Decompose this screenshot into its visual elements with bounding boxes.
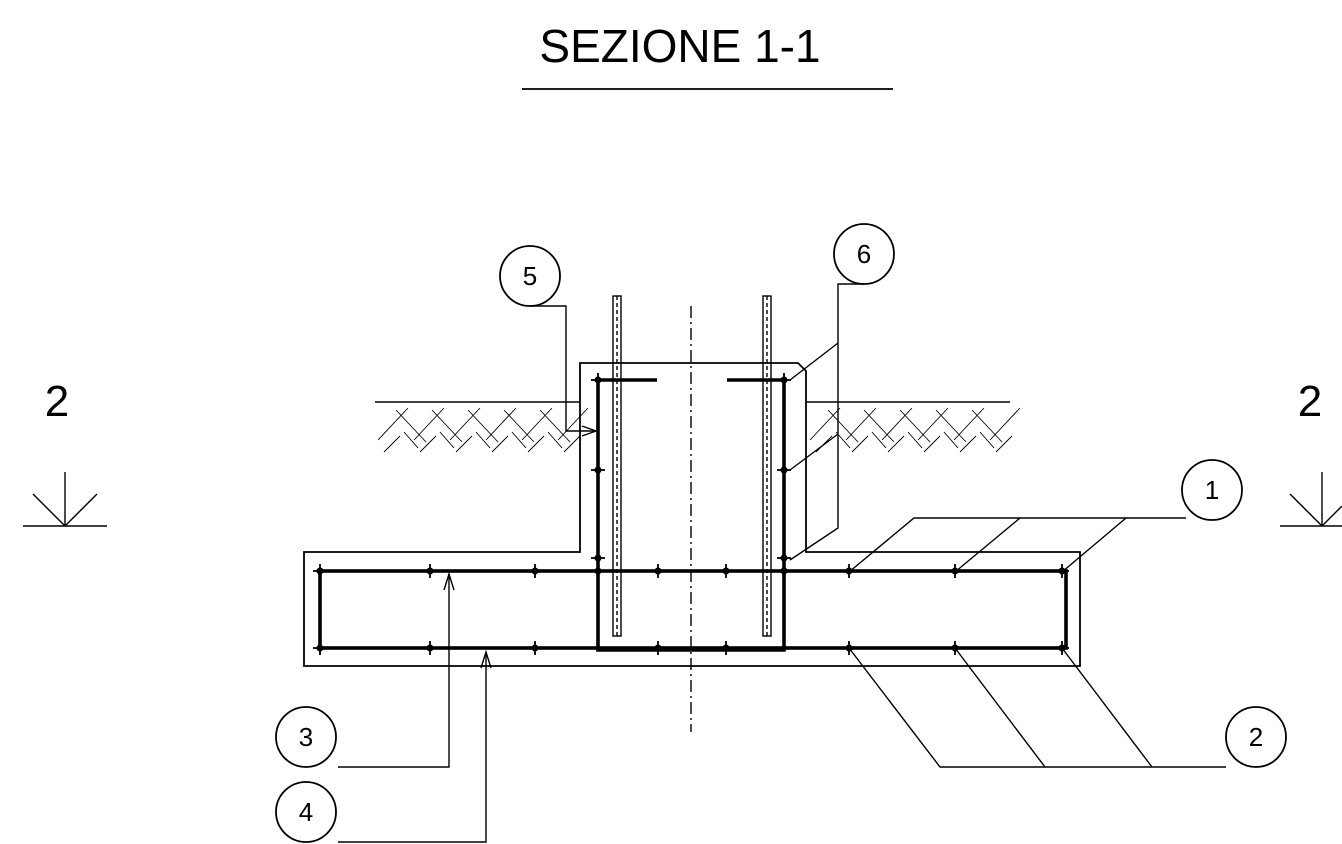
- rebar-dot: [842, 564, 856, 578]
- rebar-dot: [591, 564, 605, 578]
- anchor-bolt-right: [762, 295, 772, 637]
- ground-hatch-left: [375, 401, 589, 453]
- rebar-dot: [948, 564, 962, 578]
- callout-6: 6: [833, 223, 895, 285]
- rebar-dot: [423, 641, 437, 655]
- section-mark-right-label: 2: [1298, 377, 1322, 426]
- callout-3-label: 3: [299, 722, 313, 752]
- ground-hatch-right: [806, 401, 1021, 453]
- drawing-title: SEZIONE 1-1: [539, 20, 820, 72]
- section-mark-left: 2: [23, 377, 107, 527]
- callout-3: 3: [275, 706, 337, 768]
- rebar-dot: [777, 373, 791, 387]
- base-slab-rebar: [318, 569, 1068, 650]
- concrete-outline: [303, 362, 1081, 667]
- rebar-dot: [313, 564, 327, 578]
- leader-lines: [338, 283, 1226, 843]
- column-rebar: [596, 378, 786, 652]
- callout-1-label: 1: [1205, 475, 1219, 505]
- rebar-dot: [719, 641, 733, 655]
- callout-2: 2: [1225, 706, 1287, 768]
- rebar-dot: [591, 373, 605, 387]
- rebar-dot: [777, 564, 791, 578]
- anchor-bolt-left: [612, 295, 622, 637]
- callout-2-label: 2: [1249, 722, 1263, 752]
- section-mark-left-label: 2: [45, 377, 69, 426]
- rebar-dot: [777, 463, 791, 477]
- rebar-dot: [777, 551, 791, 565]
- rebar-dot: [313, 641, 327, 655]
- section-mark-right: 2: [1280, 377, 1342, 527]
- rebar-dot: [591, 463, 605, 477]
- callout-1: 1: [1181, 459, 1243, 521]
- rebar-dot: [651, 564, 665, 578]
- rebar-dot: [591, 551, 605, 565]
- callout-5: 5: [499, 245, 561, 307]
- rebar-dot: [528, 564, 542, 578]
- rebar-dot: [528, 641, 542, 655]
- callout-4-label: 4: [299, 797, 313, 827]
- callout-6-label: 6: [857, 239, 871, 269]
- callout-4: 4: [275, 781, 337, 843]
- rebar-dot: [1055, 564, 1069, 578]
- rebar-dot: [651, 641, 665, 655]
- rebar-dot: [719, 564, 733, 578]
- rebar-dot: [423, 564, 437, 578]
- callout-5-label: 5: [523, 261, 537, 291]
